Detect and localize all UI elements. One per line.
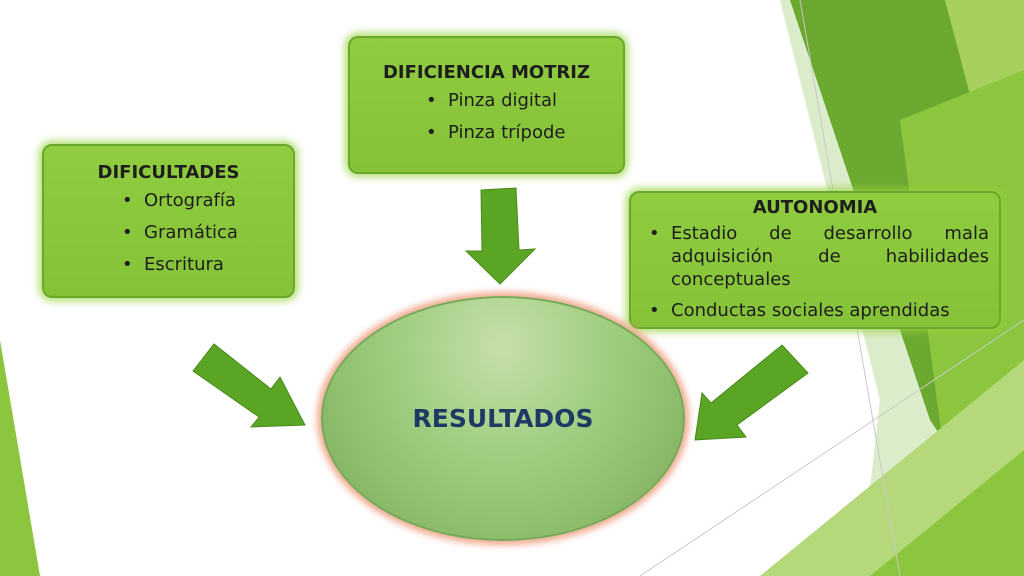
dificultades-list: Ortografía Gramática Escritura <box>122 189 283 276</box>
deficiencia-motriz-item: Pinza trípode <box>426 121 613 144</box>
deficiencia-motriz-title: DIFICIENCIA MOTRIZ <box>382 62 591 83</box>
dificultades-box: DIFICULTADES Ortografía Gramática Escrit… <box>42 144 295 298</box>
decor-thin-line-2 <box>639 319 1024 576</box>
autonomia-box: AUTONOMIA Estadio de desarrollo mala adq… <box>629 191 1001 329</box>
decor-left-green-triangle <box>0 340 40 576</box>
deficiencia-motriz-list: Pinza digital Pinza trípode <box>426 89 613 144</box>
autonomia-item: Estadio de desarrollo mala adquisición d… <box>649 222 989 291</box>
dificultades-item: Escritura <box>122 253 283 276</box>
dificultades-item: Gramática <box>122 221 283 244</box>
autonomia-title: AUTONOMIA <box>752 197 878 218</box>
decor-bottom-green-band <box>870 450 1024 576</box>
dificultades-item: Ortografía <box>122 189 283 212</box>
dificultades-title: DIFICULTADES <box>97 162 240 183</box>
autonomia-list: Estadio de desarrollo mala adquisición d… <box>649 222 989 322</box>
deficiencia-motriz-box: DIFICIENCIA MOTRIZ Pinza digital Pinza t… <box>348 36 625 174</box>
resultados-label: RESULTADOS <box>412 404 594 433</box>
autonomia-item: Conductas sociales aprendidas <box>649 299 989 322</box>
resultados-ellipse: RESULTADOS <box>321 296 685 541</box>
deficiencia-motriz-item: Pinza digital <box>426 89 613 112</box>
